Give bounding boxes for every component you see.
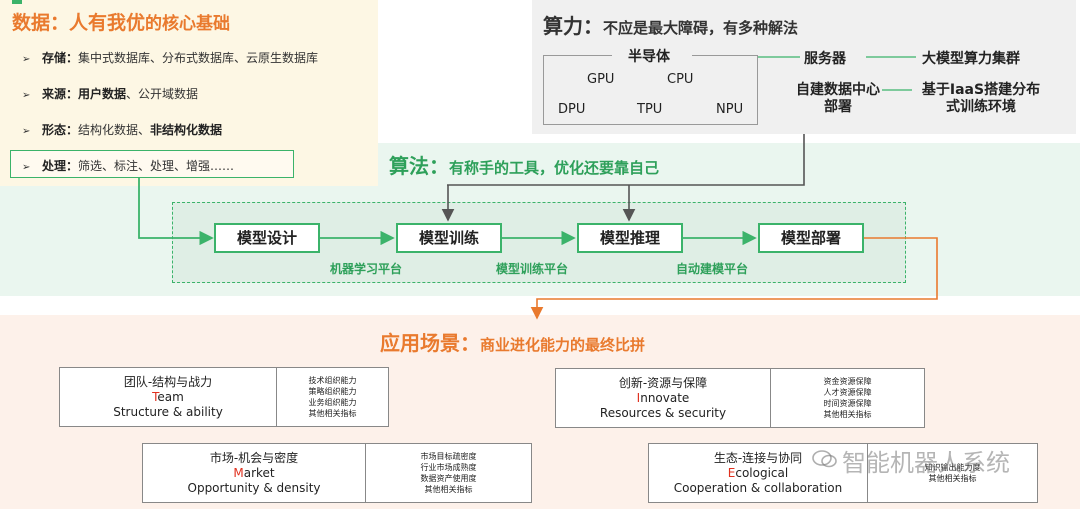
metric-item: 知识输出能力度 [924, 463, 981, 472]
chip-tpu: TPU [637, 102, 663, 117]
metric-item: 策略组织能力 [308, 387, 357, 396]
card-innovate-initial: I [636, 390, 641, 405]
card-team-main: 团队-结构与战力 Team Structure & ability [60, 368, 276, 426]
algorithm-section-title: 算法：有称手的工具，优化还要靠自己 [389, 154, 660, 178]
metric-item: 人才资源保障 [823, 388, 872, 397]
card-ecological-en: cological [735, 465, 789, 480]
card-ecological-main: 生态-连接与协同 Ecological Cooperation & collab… [649, 444, 867, 502]
bullet-arrow-icon: ➢ [22, 54, 31, 65]
bullet-arrow-icon: ➢ [22, 162, 31, 173]
card-innovate-cn: 创新-资源与保障 [618, 375, 708, 390]
card-divider [867, 444, 868, 502]
card-team-en: eam [157, 389, 184, 404]
card-market: 市场-机会与密度 Market Opportunity & density 市场… [142, 443, 532, 503]
card-market-metrics: 市场目标疏密度 行业市场成熟度 数据资产使用度 其他相关指标 [366, 444, 531, 502]
card-market-main: 市场-机会与密度 Market Opportunity & density [143, 444, 365, 502]
chip-gpu: GPU [587, 72, 615, 87]
metric-item: 其他相关指标 [823, 410, 872, 419]
card-innovate: 创新-资源与保障 Innovate Resources & security 资… [555, 368, 925, 428]
card-team: 团队-结构与战力 Team Structure & ability 技术组织能力… [59, 367, 389, 427]
card-divider [365, 444, 366, 502]
wechat-logo-icon [812, 450, 837, 468]
metric-item: 业务组织能力 [308, 398, 357, 407]
card-market-en: arket [243, 465, 275, 480]
card-ecological-initial: E [727, 465, 736, 480]
metric-item: 市场目标疏密度 [420, 452, 477, 461]
data-to-design-arrow [138, 178, 214, 246]
metric-item: 资金资源保障 [823, 377, 872, 386]
bullet-arrow-icon: ➢ [22, 90, 31, 101]
metric-item: 技术组织能力 [308, 376, 357, 385]
data-section-title: 数据：人有我优的核心基础 [12, 12, 231, 34]
card-team-en2: Structure & ability [113, 404, 223, 419]
metric-item: 行业市场成熟度 [420, 463, 477, 472]
cluster-label: 大模型算力集群 [922, 51, 1020, 67]
processing-highlight-box [10, 150, 294, 178]
card-team-initial: T [152, 389, 158, 404]
deployment-to-application-arrow [530, 237, 938, 320]
card-ecological: 生态-连接与协同 Ecological Cooperation & collab… [648, 443, 1038, 503]
platform-automl: 自动建模平台 [676, 262, 749, 276]
bullet-arrow-icon: ➢ [22, 126, 31, 137]
chip-dpu: DPU [558, 102, 586, 117]
server-description: 自建数据中心部署 [796, 82, 880, 115]
watermark-text: 智能机器人系统 [842, 449, 1010, 477]
chip-cpu: CPU [667, 72, 694, 87]
card-divider [276, 368, 277, 426]
bullet-processing: ➢处理：筛选、标注、处理、增强…… [22, 159, 235, 173]
card-market-cn: 市场-机会与密度 [209, 450, 299, 465]
semiconductor-title-background [612, 46, 692, 64]
server-label: 服务器 [804, 51, 846, 67]
card-innovate-en: nnovate [640, 390, 690, 405]
card-ecological-metrics: 知识输出能力度 其他相关指标 [868, 444, 1037, 502]
green-accent-bar [12, 0, 22, 4]
card-market-initial: M [233, 465, 244, 480]
platform-training: 模型训练平台 [496, 262, 569, 276]
stage-model-deployment: 模型部署 [758, 223, 864, 253]
card-innovate-main: 创新-资源与保障 Innovate Resources & security [556, 369, 770, 427]
metric-item: 数据资产使用度 [420, 474, 477, 483]
metric-item: 其他相关指标 [308, 409, 357, 418]
bullet-storage: ➢存储：集中式数据库、分布式数据库、云原生数据库 [22, 51, 319, 65]
card-ecological-en2: Cooperation & collaboration [673, 480, 843, 495]
chip-npu: NPU [716, 102, 744, 117]
card-team-metrics: 技术组织能力 策略组织能力 业务组织能力 其他相关指标 [277, 368, 388, 426]
bullet-form: ➢形态：结构化数据、非结构化数据 [22, 123, 223, 137]
compute-section-title: 算力：不应是最大障碍，有多种解法 [543, 14, 799, 38]
card-divider [770, 369, 771, 427]
cluster-description: 基于IaaS搭建分布式训练环境 [921, 82, 1041, 115]
semiconductor-label: 半导体 [628, 49, 670, 65]
card-market-en2: Opportunity & density [187, 480, 321, 495]
compute-section-background [532, 0, 1076, 134]
card-innovate-metrics: 资金资源保障 人才资源保障 时间资源保障 其他相关指标 [771, 369, 924, 427]
bullet-source: ➢来源：用户数据、公开域数据 [22, 87, 199, 101]
metric-item: 时间资源保障 [823, 399, 872, 408]
application-section-title: 应用场景：商业进化能力的最终比拼 [380, 331, 646, 355]
card-ecological-cn: 生态-连接与协同 [713, 450, 803, 465]
card-innovate-en2: Resources & security [599, 405, 727, 420]
card-team-cn: 团队-结构与战力 [123, 374, 213, 389]
platform-ml: 机器学习平台 [330, 262, 403, 276]
stage-model-inference: 模型推理 [577, 223, 683, 253]
compute-to-stages-line [447, 134, 805, 186]
compute-connector-lines [758, 56, 916, 91]
metric-item: 其他相关指标 [424, 485, 473, 494]
stage-model-training: 模型训练 [396, 223, 502, 253]
metric-item: 其他相关指标 [928, 474, 977, 483]
stage-model-design: 模型设计 [214, 223, 320, 253]
